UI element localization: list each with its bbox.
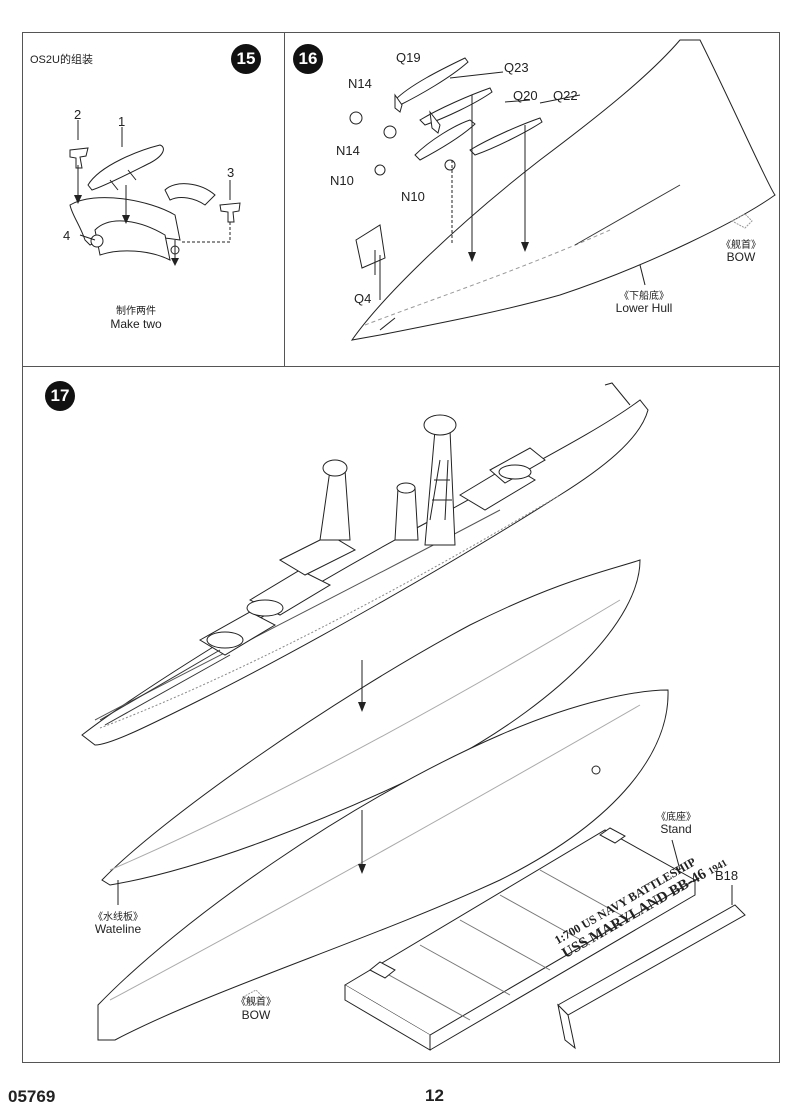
product-code: 05769 [8,1087,56,1106]
part-label-n14-a: N14 [348,76,372,91]
part-label-n14-b: N14 [336,143,360,158]
part-label-2: 2 [74,107,82,122]
step-15-note-cn: 制作两件 [116,306,156,317]
part-label-4: 4 [63,228,71,243]
step-15-title: OS2U的组装 [30,54,93,66]
part-label-q20: Q20 [513,88,538,103]
step-17-waterline-cn: 《水线板》 [93,912,143,923]
step-17-panel [22,366,780,1063]
step-17-stand-cn: 《底座》 [656,812,696,823]
part-label-q23: Q23 [504,60,529,75]
step-16-lower-hull-en: Lower Hull [615,301,673,315]
step-17-bow-cn: 《舰首》 [236,997,276,1008]
step-17-badge: 17 [45,381,75,411]
step-16-badge: 16 [293,44,323,74]
step-17-bow-en: BOW [241,1008,271,1022]
part-label-q4: Q4 [354,291,372,306]
step-15-badge: 15 [231,44,261,74]
part-label-n10-a: N10 [330,173,354,188]
step-17-waterline-en: Wateline [94,922,142,936]
step-16-lower-hull-cn: 《下船底》 [619,291,669,302]
step-16-bow-cn: 《舰首》 [721,240,761,251]
part-label-3: 3 [227,165,235,180]
part-label-1: 1 [118,114,126,129]
part-label-q19: Q19 [396,50,421,65]
step-15-note-en: Make two [110,317,162,331]
step-17-stand-en: Stand [660,822,692,836]
part-label-q22: Q22 [553,88,578,103]
part-label-n10-b: N10 [401,189,425,204]
part-label-b18: B18 [715,868,739,883]
step-16-bow-en: BOW [726,250,756,264]
page-number: 12 [425,1086,444,1105]
